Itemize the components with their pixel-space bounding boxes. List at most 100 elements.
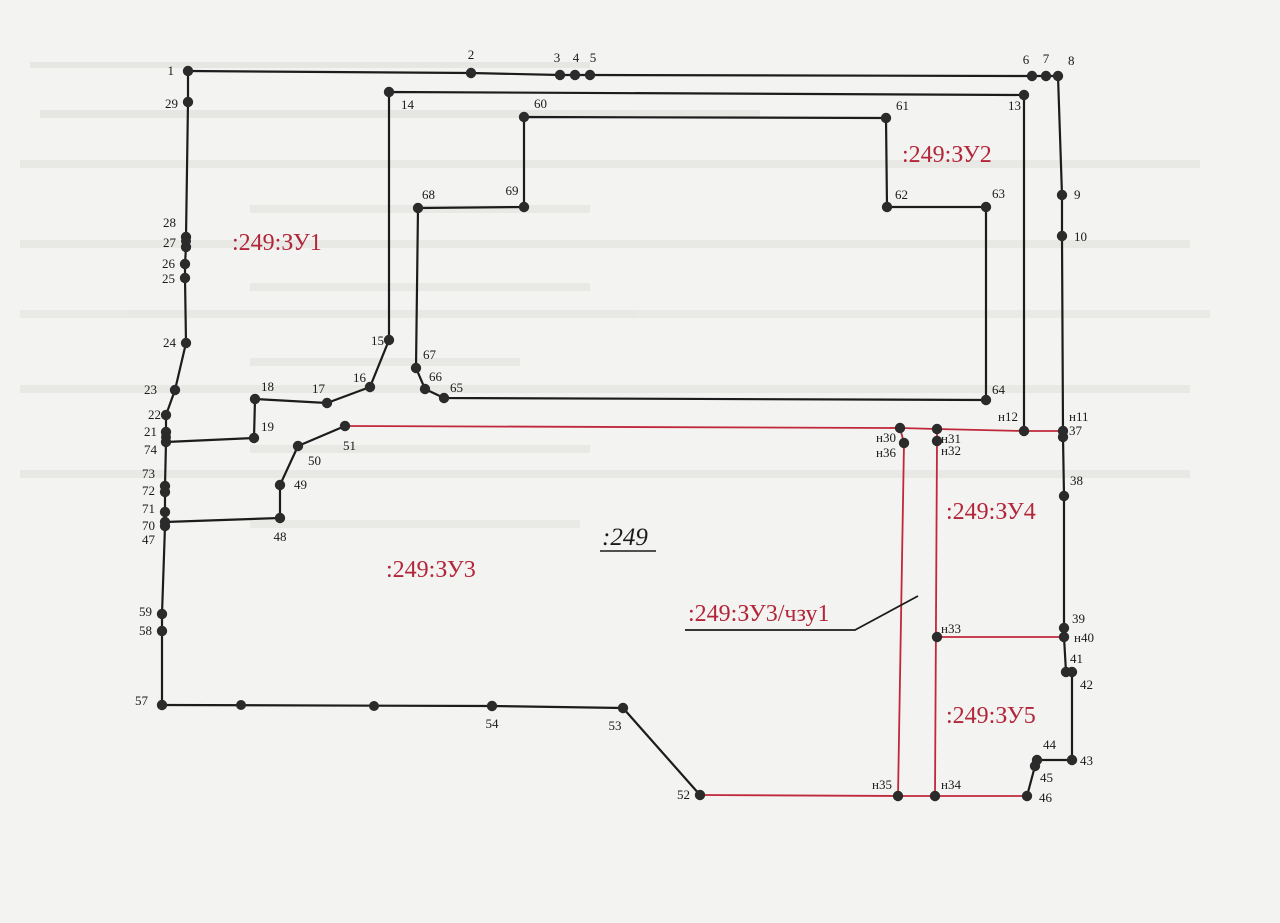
point-p24 <box>180 337 192 349</box>
point-label-p7: 7 <box>1043 51 1050 66</box>
point-p8 <box>1052 70 1064 82</box>
point-p14 <box>383 86 395 98</box>
point-label-p18: 18 <box>261 379 274 394</box>
point-n33 <box>931 631 943 643</box>
point-label-p6: 6 <box>1023 52 1030 67</box>
point-p29 <box>182 96 194 108</box>
point-p13 <box>1018 89 1030 101</box>
point-label-p21: 21 <box>144 424 157 439</box>
point-p63 <box>980 201 992 213</box>
point-p49 <box>274 479 286 491</box>
point-label-n36: н36 <box>876 445 896 460</box>
point-p57 <box>156 699 168 711</box>
main-parcel-label: :249 <box>602 524 648 551</box>
point-label-p26: 26 <box>162 256 176 271</box>
parcel-label-zu4: :249:ЗУ4 <box>946 499 1036 525</box>
point-label-p29: 29 <box>165 96 178 111</box>
point-p50 <box>292 440 304 452</box>
point-n31 <box>931 423 943 435</box>
point-p9 <box>1056 189 1068 201</box>
point-p15 <box>383 334 395 346</box>
point-p25 <box>179 272 191 284</box>
point-label-p43: 43 <box>1080 753 1093 768</box>
point-label-p9: 9 <box>1074 187 1081 202</box>
point-p64 <box>980 394 992 406</box>
point-p52 <box>694 789 706 801</box>
point-label-p50: 50 <box>308 453 321 468</box>
point-label-n40: н40 <box>1074 630 1094 645</box>
point-p5 <box>584 69 596 81</box>
point-label-n12: н12 <box>998 409 1018 424</box>
point-unlabeled <box>369 701 379 711</box>
point-p66 <box>419 383 431 395</box>
point-label-p59: 59 <box>139 604 152 619</box>
point-label-n34: н34 <box>941 777 961 792</box>
red-bottom <box>699 794 1027 797</box>
point-label-p58: 58 <box>139 623 152 638</box>
point-label-p8: 8 <box>1068 53 1075 68</box>
point-label-p66: 66 <box>429 369 443 384</box>
boundary-zu2-inner <box>414 115 988 402</box>
point-label-p10: 10 <box>1074 229 1087 244</box>
point-p65 <box>438 392 450 404</box>
point-p53 <box>617 702 629 714</box>
point-label-p17: 17 <box>312 381 326 396</box>
point-label-p19: 19 <box>261 419 274 434</box>
point-p2 <box>465 67 477 79</box>
point-n11 <box>1057 425 1069 437</box>
parcel-label-zu2: :249:ЗУ2 <box>902 142 992 168</box>
point-label-p25: 25 <box>162 271 175 286</box>
point-label-p54: 54 <box>486 716 500 731</box>
point-label-n35: н35 <box>872 777 892 792</box>
point-p70 <box>159 516 171 528</box>
point-label-p1: 1 <box>168 63 175 78</box>
point-label-p37: 37 <box>1069 423 1083 438</box>
point-label-n33: н33 <box>941 621 961 636</box>
point-label-p73: 73 <box>142 466 155 481</box>
point-p46 <box>1021 790 1033 802</box>
point-n32 <box>931 435 943 447</box>
point-p45 <box>1029 760 1041 772</box>
point-label-p67: 67 <box>423 347 437 362</box>
point-unlabeled <box>236 700 246 710</box>
point-label-p27: 27 <box>163 235 177 250</box>
point-p18 <box>249 393 261 405</box>
point-p3 <box>554 69 566 81</box>
point-label-p23: 23 <box>144 382 157 397</box>
point-p48 <box>274 512 286 524</box>
point-n40 <box>1058 631 1070 643</box>
point-label-p68: 68 <box>422 187 435 202</box>
point-n34 <box>929 790 941 802</box>
point-label-n30: н30 <box>876 430 896 445</box>
point-p17 <box>321 397 333 409</box>
point-label-n32: н32 <box>941 443 961 458</box>
point-label-n11: н11 <box>1069 409 1088 424</box>
point-label-p47: 47 <box>142 532 156 547</box>
point-n12 <box>1018 425 1030 437</box>
point-label-p22: 22 <box>148 407 161 422</box>
point-label-p45: 45 <box>1040 770 1053 785</box>
point-p7 <box>1040 70 1052 82</box>
point-p62 <box>881 201 893 213</box>
point-label-p46: 46 <box>1039 790 1053 805</box>
point-p61 <box>880 112 892 124</box>
point-label-p38: 38 <box>1070 473 1083 488</box>
point-p39 <box>1058 622 1070 634</box>
point-label-p16: 16 <box>353 370 367 385</box>
point-p43 <box>1066 754 1078 766</box>
point-p10 <box>1056 230 1068 242</box>
point-label-p44: 44 <box>1043 737 1057 752</box>
point-label-p74: 74 <box>144 442 158 457</box>
boundary-zu2-outer <box>387 90 1026 431</box>
point-p67 <box>410 362 422 374</box>
point-p19 <box>248 432 260 444</box>
point-label-p52: 52 <box>677 787 690 802</box>
point-label-p42: 42 <box>1080 677 1093 692</box>
point-p58 <box>156 625 168 637</box>
parcel-label-zu3-chzu1: :249:ЗУ3/чзу1 <box>688 601 829 627</box>
parcel-label-zu1: :249:ЗУ1 <box>232 230 322 256</box>
red-n36-n35 <box>897 442 905 797</box>
point-label-p63: 63 <box>992 186 1005 201</box>
point-label-p65: 65 <box>450 380 463 395</box>
